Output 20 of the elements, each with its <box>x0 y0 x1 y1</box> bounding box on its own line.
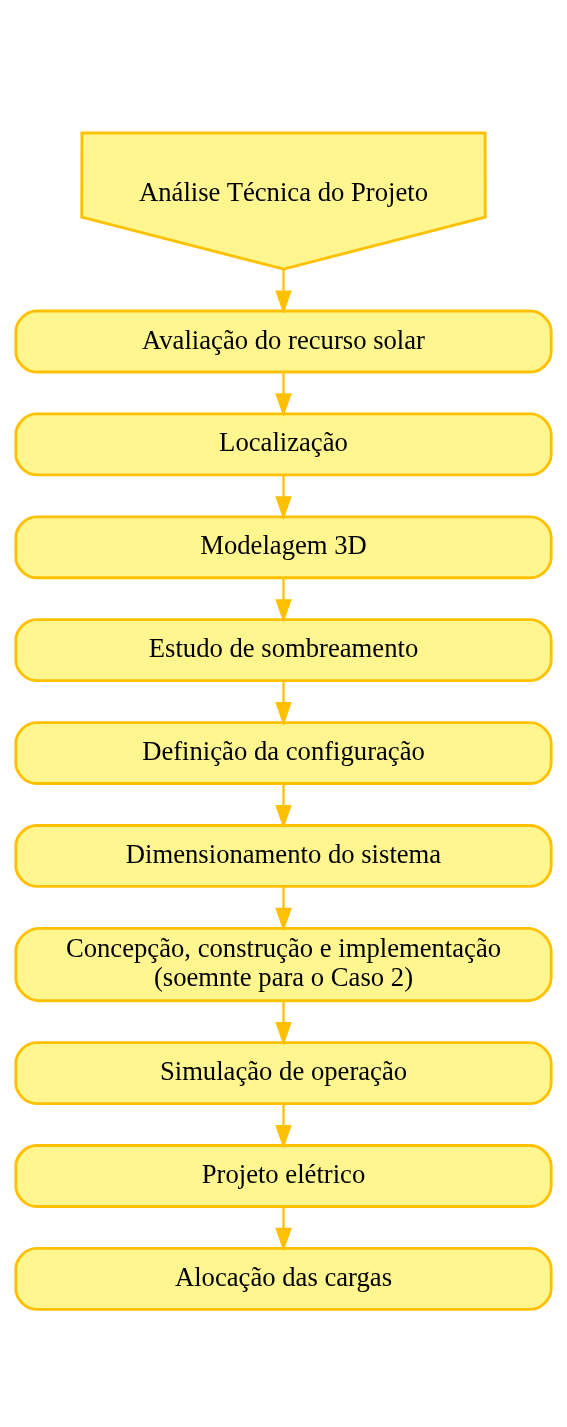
node-box: Estudo de sombreamento <box>14 617 553 682</box>
arrow <box>275 1206 292 1251</box>
node-box: Avaliação do recurso solar <box>14 309 553 373</box>
node-box: Alocação das cargas <box>14 1246 553 1311</box>
node-box: Dimensionamento do sistema <box>14 823 553 888</box>
arrow <box>275 1000 292 1046</box>
node-box: Localização <box>14 412 553 476</box>
arrow <box>275 577 292 623</box>
arrow <box>275 371 292 417</box>
arrow <box>275 783 292 829</box>
node-box: Definição da configuração <box>14 720 553 785</box>
arrow <box>275 680 292 726</box>
arrow <box>275 886 292 932</box>
arrow <box>275 1103 292 1149</box>
arrow <box>275 474 292 520</box>
node-box: Simulação de operação <box>14 1040 553 1105</box>
arrow <box>275 268 292 314</box>
node-box: Modelagem 3D <box>14 514 553 579</box>
node-box: Concepção, construção e implementação (soemnte para o Caso 2) <box>14 926 553 1002</box>
node-box: Projeto elétrico <box>14 1143 553 1208</box>
